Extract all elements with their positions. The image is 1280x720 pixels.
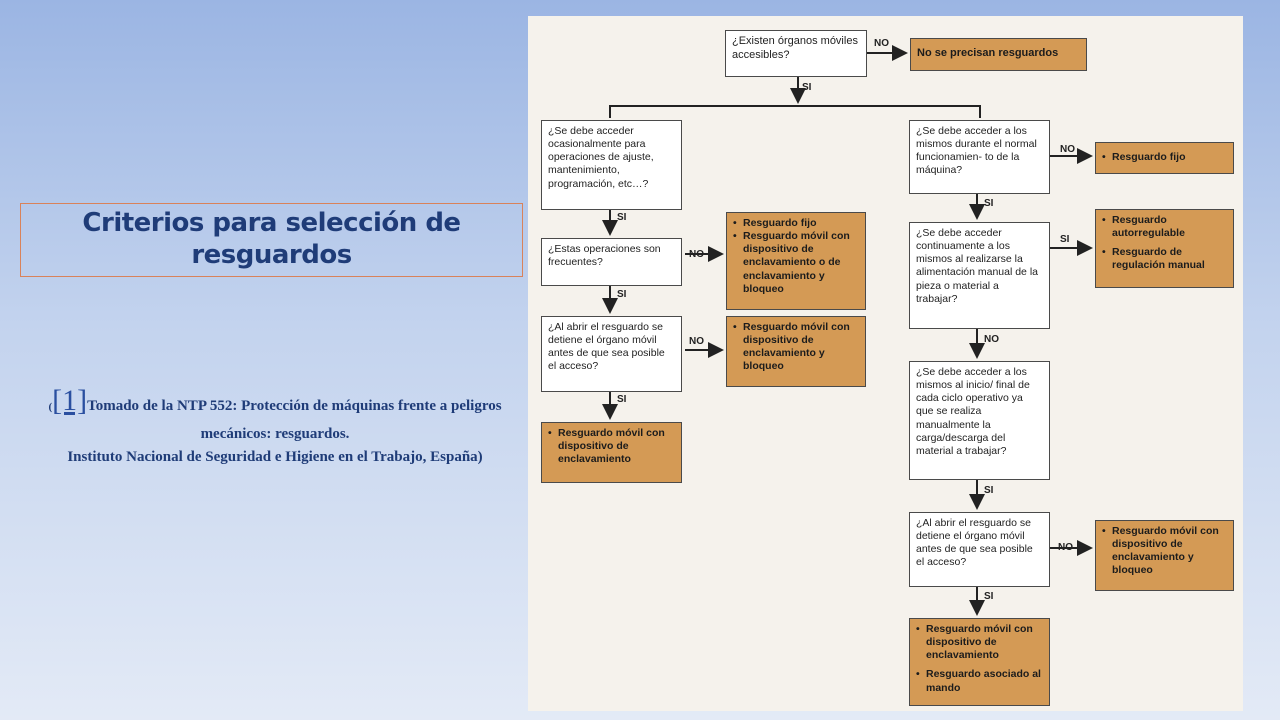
citation-open-paren: (	[48, 401, 53, 413]
question-abrir-resguardo-izq: ¿Al abrir el resguardo se detiene el órg…	[541, 316, 682, 392]
label-si: SI	[617, 394, 627, 405]
slide-title: Criterios para selección de resguardos	[82, 208, 461, 270]
reference-link[interactable]: [1]	[52, 384, 88, 417]
label-si: SI	[984, 485, 994, 496]
answer-fijo-o-movil: Resguardo fijo Resguardo móvil con dispo…	[726, 212, 866, 310]
question-inicio-final-ciclo: ¿Se debe acceder a los mismos al inicio/…	[909, 361, 1050, 480]
citation-line-2: Instituto Nacional de Seguridad e Higien…	[67, 448, 483, 465]
answer-movil-enclavamiento-bloqueo-izq: Resguardo móvil con dispositivo de encla…	[726, 316, 866, 387]
label-no: NO	[1058, 542, 1073, 553]
question-acceso-ocasional: ¿Se debe acceder ocasionalmente para ope…	[541, 120, 682, 210]
answer-no-precisan-resguardos: No se precisan resguardos	[910, 38, 1087, 71]
answer-autorregulable: Resguardo autorregulable Resguardo de re…	[1095, 209, 1234, 288]
label-si: SI	[984, 591, 994, 602]
label-si: SI	[617, 289, 627, 300]
question-acceso-continuo: ¿Se debe acceder continuamente a los mis…	[909, 222, 1050, 329]
label-no: NO	[689, 336, 704, 347]
citation: ([1]Tomado de la NTP 552: Protección de …	[30, 378, 520, 468]
answer-fijo-der: Resguardo fijo	[1095, 142, 1234, 174]
answer-movil-enclavamiento-bloqueo-der: Resguardo móvil con dispositivo de encla…	[1095, 520, 1234, 591]
label-si: SI	[617, 212, 627, 223]
question-normal-funcionamiento: ¿Se debe acceder a los mismos durante el…	[909, 120, 1050, 194]
question-organos-moviles: ¿Existen órganos móviles accesibles?	[725, 30, 867, 77]
citation-line-1: Tomado de la NTP 552: Protección de máqu…	[87, 398, 502, 442]
label-no: NO	[874, 38, 889, 49]
label-si: SI	[1060, 234, 1070, 245]
label-no: NO	[689, 249, 704, 260]
question-abrir-resguardo-der: ¿Al abrir el resguardo se detiene el órg…	[909, 512, 1050, 587]
question-operaciones-frecuentes: ¿Estas operaciones son frecuentes?	[541, 238, 682, 286]
label-si: SI	[802, 82, 812, 93]
label-no: NO	[984, 334, 999, 345]
label-no: NO	[1060, 144, 1075, 155]
connector-branch	[609, 105, 981, 118]
answer-movil-y-asociado-mando: Resguardo móvil con dispositivo de encla…	[909, 618, 1050, 706]
flowchart-connectors	[602, 45, 1093, 616]
flowchart: ¿Existen órganos móviles accesibles? No …	[528, 16, 1243, 711]
title-box: Criterios para selección de resguardos	[20, 203, 523, 277]
answer-movil-enclavamiento-izq: Resguardo móvil con dispositivo de encla…	[541, 422, 682, 483]
label-si: SI	[984, 198, 994, 209]
